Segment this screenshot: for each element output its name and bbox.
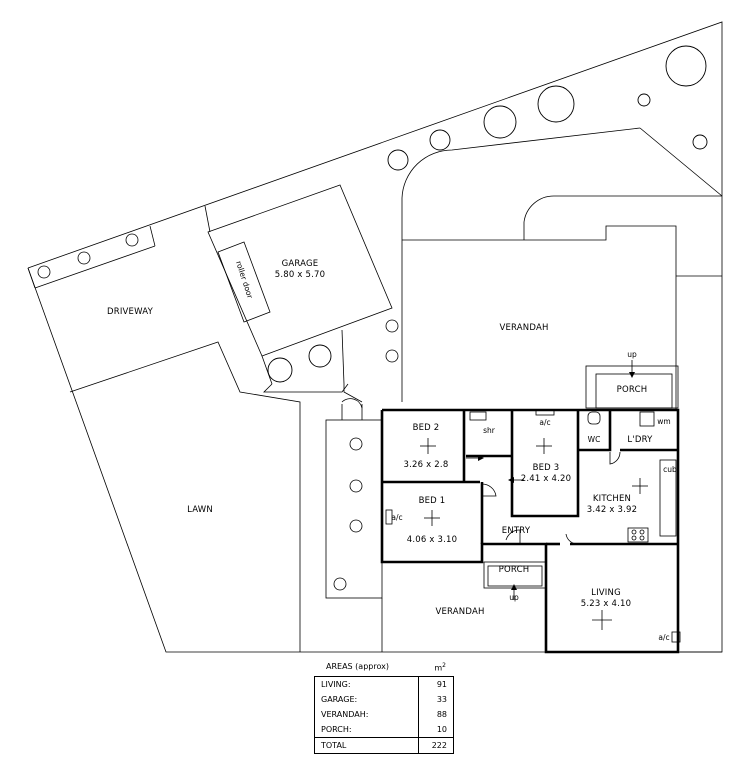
garage-outline — [207, 184, 393, 357]
tree-icon — [267, 45, 708, 383]
kitchen-label: KITCHEN — [593, 494, 631, 504]
verandah-outline — [402, 225, 677, 410]
garage-side-line — [204, 205, 211, 233]
bed3-label: BED 3 — [533, 463, 560, 473]
porch-top-label: PORCH — [617, 385, 648, 395]
shower-fixture — [469, 411, 487, 421]
ceiling-fan-icon — [420, 438, 648, 630]
living-label: LIVING — [591, 588, 621, 598]
wm-label: wm — [657, 417, 670, 426]
front-fence-line — [34, 245, 156, 289]
up-bottom-label: up — [509, 593, 519, 602]
path-curve — [401, 127, 641, 402]
bed1-label: BED 1 — [419, 496, 446, 506]
shrub-icon — [37, 233, 399, 591]
areas-table: AREAS (approx) m2 LIVING:91 GARAGE:33 VE… — [314, 662, 454, 754]
toilet-icon — [587, 411, 601, 425]
areas-unit: m2 — [434, 662, 446, 673]
garage-label: GARAGE — [282, 259, 319, 269]
table-row: PORCH:10 — [315, 721, 454, 738]
entry-label: ENTRY — [502, 526, 531, 536]
washing-machine-icon — [639, 411, 655, 427]
wc-label: WC — [588, 435, 601, 444]
table-row: LIVING:91 — [315, 676, 454, 692]
ac-bed3-label: a/c — [539, 418, 550, 427]
table-row: GARAGE:33 — [315, 691, 454, 707]
bed2-label: BED 2 — [413, 423, 440, 433]
ac-bed1-label: a/c — [391, 513, 402, 522]
verandah-bottom-label: VERANDAH — [435, 607, 484, 617]
bed1-dims: 4.06 x 3.10 — [407, 535, 458, 545]
ac-living-label: a/c — [658, 633, 669, 642]
bed3-dims: 2.41 x 4.20 — [521, 474, 572, 484]
areas-heading: AREAS (approx) — [326, 662, 389, 671]
bed2-dims: 3.26 x 2.8 — [404, 460, 449, 470]
lawn-label: LAWN — [187, 505, 213, 515]
verandah-top-label: VERANDAH — [499, 323, 548, 333]
laundry-label: L'DRY — [627, 435, 653, 445]
shower-label: shr — [483, 426, 496, 435]
driveway-edge — [69, 341, 301, 652]
kitchen-bench — [659, 459, 677, 537]
roller-door-label: roller door — [234, 260, 255, 301]
roller-door — [217, 241, 271, 323]
living-dims: 5.23 x 4.10 — [581, 599, 632, 609]
site-boundary — [27, 21, 723, 653]
driveway-label: DRIVEWAY — [107, 307, 154, 317]
verandah-top-edge — [523, 195, 722, 240]
garage-dims: 5.80 x 5.70 — [275, 270, 326, 280]
table-row: VERANDAH:88 — [315, 706, 454, 722]
porch-bottom-label: PORCH — [499, 565, 530, 575]
up-top-label: up — [627, 350, 637, 359]
cub-label: cub — [663, 465, 677, 474]
kitchen-dims: 3.42 x 3.92 — [587, 505, 638, 515]
